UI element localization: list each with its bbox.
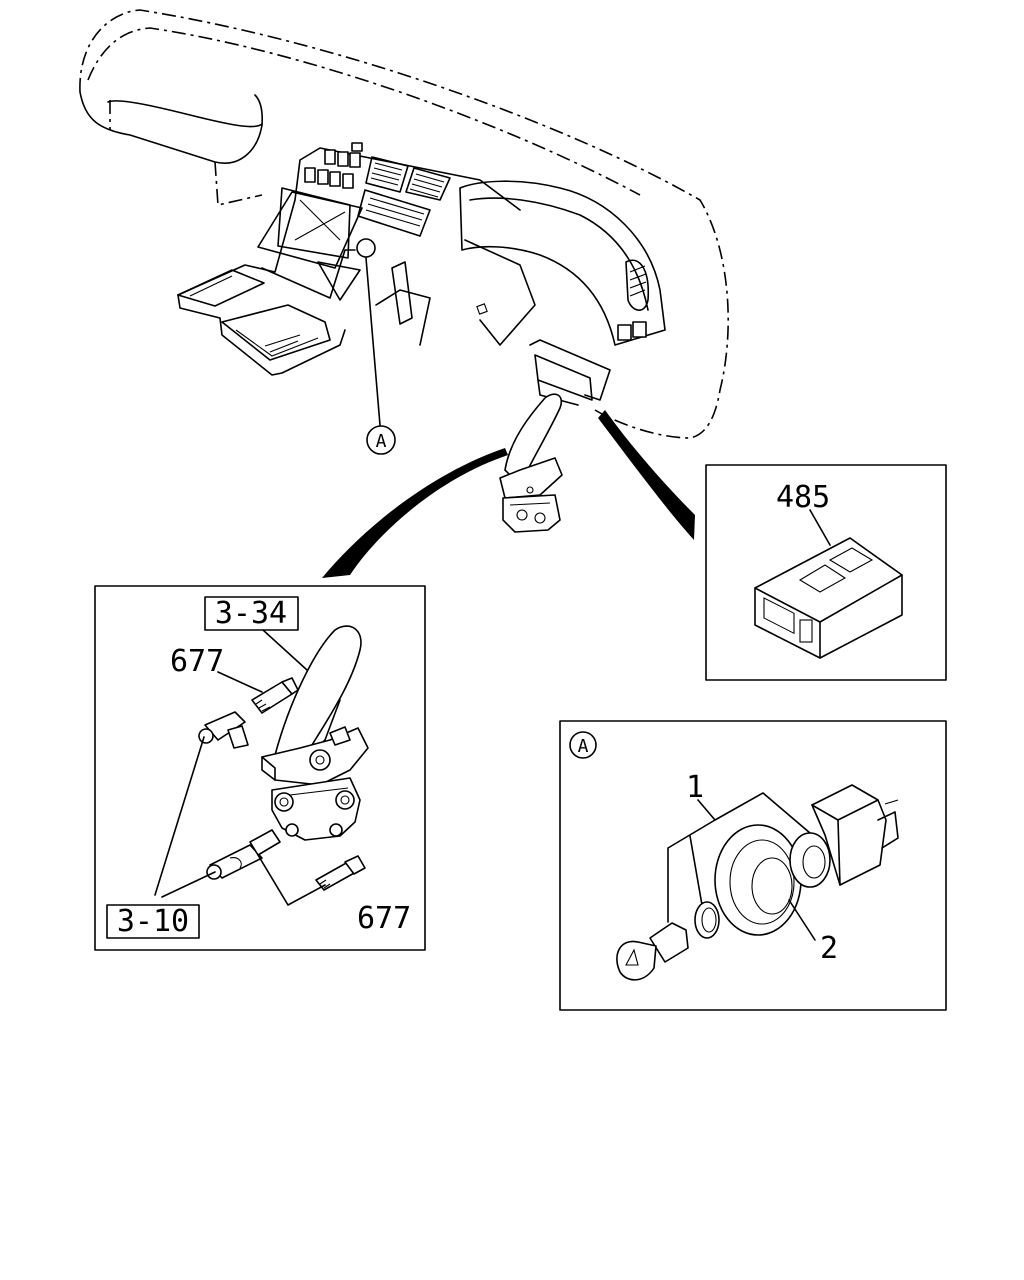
ref-3-34-label: 3-34 [215, 596, 287, 631]
callout-a-top: A [366, 425, 396, 455]
part-485-label: 485 [776, 480, 830, 515]
leader-arrow-right [598, 410, 695, 540]
ref-3-10-label: 3-10 [117, 904, 189, 939]
brake-valve-small [499, 393, 563, 533]
dashboard-assembly [79, 9, 729, 439]
part-1-label: 1 [686, 770, 704, 805]
panel-detail-a: A 1 2 [559, 720, 947, 1011]
callout-a-top-label: A [376, 431, 387, 452]
ref-box-3-34 [204, 596, 299, 631]
part-677-top-label: 677 [170, 644, 224, 679]
part-677-bottom-label: 677 [357, 901, 411, 936]
panel-brake-valve: 3-34 677 [94, 585, 426, 951]
leader-arrow-left [322, 448, 508, 578]
callout-a-panel-label: A [578, 736, 589, 757]
ref-box-3-10 [106, 904, 200, 939]
part-2-label: 2 [820, 931, 838, 966]
panel-485: 485 [705, 464, 947, 681]
